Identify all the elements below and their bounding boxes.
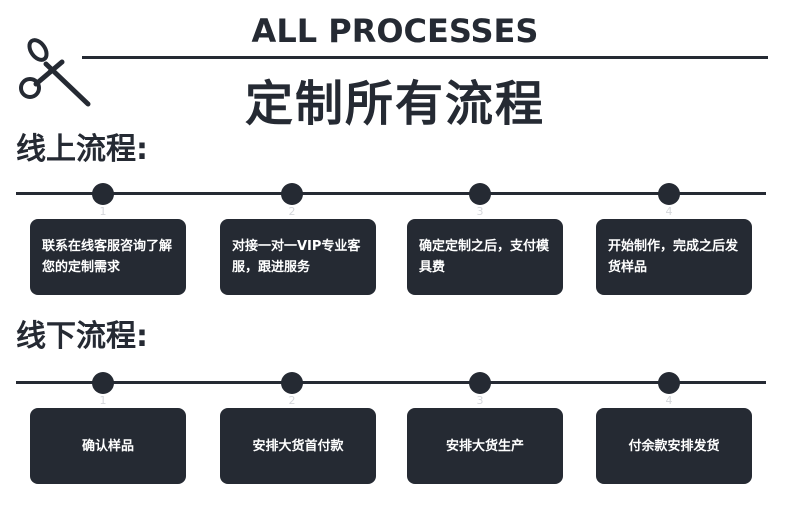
online-step-4-dot [658, 183, 680, 205]
online-step-3-card: 确定定制之后，支付模具费 [407, 219, 563, 295]
offline-timeline [16, 381, 766, 384]
offline-step-3-dot [469, 372, 491, 394]
online-process-heading: 线上流程: [16, 132, 148, 167]
offline-step-3-card: 安排大货生产 [407, 408, 563, 484]
offline-step-1-dot [92, 372, 114, 394]
online-step-2-dot [281, 183, 303, 205]
offline-step-2-card: 安排大货首付款 [220, 408, 376, 484]
offline-step-4-dot [658, 372, 680, 394]
offline-step-4-card: 付余款安排发货 [596, 408, 752, 484]
online-step-1-card: 联系在线客服咨询了解您的定制需求 [30, 219, 186, 295]
online-step-3-dot [469, 183, 491, 205]
page-title-en: ALL PROCESSES [251, 12, 539, 50]
online-step-1-dot [92, 183, 114, 205]
online-step-3-number: 3 [476, 205, 484, 218]
offline-step-2-dot [281, 372, 303, 394]
offline-step-1-card: 确认样品 [30, 408, 186, 484]
online-timeline [16, 192, 766, 195]
offline-step-4-number: 4 [665, 394, 673, 407]
offline-process-heading: 线下流程: [16, 319, 148, 354]
online-step-1-number: 1 [99, 205, 107, 218]
offline-step-1-number: 1 [99, 394, 107, 407]
title-divider [82, 56, 768, 59]
offline-step-3-number: 3 [476, 394, 484, 407]
scissors-icon [19, 38, 91, 107]
online-step-2-card: 对接一对一VIP专业客服，跟进服务 [220, 219, 376, 295]
offline-step-2-number: 2 [288, 394, 296, 407]
online-step-2-number: 2 [288, 205, 296, 218]
online-step-4-card: 开始制作，完成之后发货样品 [596, 219, 752, 295]
page-title-cn: 定制所有流程 [244, 76, 545, 132]
online-step-4-number: 4 [665, 205, 673, 218]
